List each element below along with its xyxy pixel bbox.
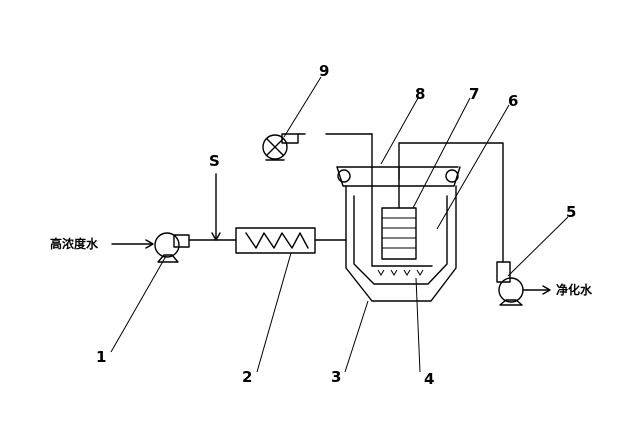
air-blower-icon bbox=[262, 133, 299, 161]
reactor-vessel-icon bbox=[336, 166, 461, 302]
marker-7: 7 bbox=[469, 85, 479, 103]
marker-2: 2 bbox=[242, 368, 252, 386]
leader-7 bbox=[412, 97, 471, 209]
feed-pump-icon bbox=[154, 232, 190, 263]
marker-5: 5 bbox=[566, 203, 576, 221]
marker-s: S bbox=[209, 152, 220, 170]
leader-5 bbox=[507, 216, 569, 277]
marker-3: 3 bbox=[331, 368, 341, 386]
leader-9 bbox=[283, 76, 322, 138]
marker-8: 8 bbox=[415, 85, 425, 103]
aerator-diffuser-icon bbox=[371, 133, 433, 276]
leader-8 bbox=[380, 97, 419, 165]
marker-6: 6 bbox=[508, 92, 518, 110]
inlet-arrow-icon bbox=[145, 239, 154, 249]
marker-4: 4 bbox=[424, 370, 434, 388]
inlet-label: 高浓度水 bbox=[50, 236, 99, 251]
outlet-label: 净化水 bbox=[556, 282, 593, 297]
outlet-arrow-icon bbox=[542, 285, 551, 295]
marker-9: 9 bbox=[319, 62, 329, 80]
leader-3 bbox=[344, 300, 369, 373]
permeate-line-pipe bbox=[398, 142, 504, 263]
leader-4 bbox=[415, 277, 421, 373]
heat-exchanger-icon bbox=[235, 227, 316, 254]
leader-1 bbox=[110, 255, 167, 353]
marker-1: 1 bbox=[96, 348, 106, 366]
leader-2 bbox=[256, 252, 292, 373]
s-injection-arrow-icon bbox=[211, 232, 221, 241]
leader-6 bbox=[436, 104, 510, 230]
membrane-module-icon bbox=[381, 207, 417, 260]
outlet-pump-icon bbox=[496, 261, 524, 306]
